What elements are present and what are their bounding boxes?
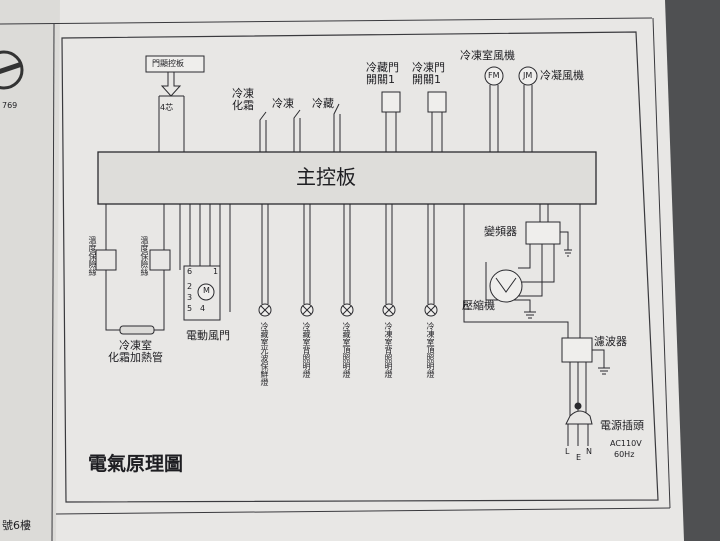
inverter-label: 變頻器 — [484, 225, 517, 238]
temp-fuse-label-1: 溫度保險絲 — [88, 236, 97, 276]
condenser-fan-label: 冷凝風機 — [540, 69, 584, 82]
damper-pin-1: 1 — [213, 267, 219, 276]
voltage-label: AC110V — [610, 439, 642, 448]
lamp-label-3: 冷藏室頂照明燈 — [342, 322, 351, 378]
frequency-label: 60Hz — [614, 450, 635, 459]
plug-pin-n: N — [586, 447, 592, 456]
power-plug-label: 電源插頭 — [600, 419, 644, 432]
freezer-fan-label: 冷凍室風機 — [460, 49, 515, 62]
defrost-heater-label: 冷凍室 化霜加熱管 — [108, 339, 163, 364]
cable-count-label: 4芯 — [160, 103, 174, 112]
main-board-label: 主控板 — [296, 165, 356, 189]
damper-pin-5: 5 — [187, 304, 193, 313]
fuse-heater-circuit — [95, 204, 171, 335]
freezer-door-switch-label: 冷凍門 開關1 — [412, 61, 445, 86]
left-page-code: 769 — [2, 101, 18, 110]
damper-pin-6: 6 — [187, 267, 193, 276]
lamp-label-1: 冷藏室光波保鮮燈 — [260, 322, 269, 386]
fm-label: FM — [488, 71, 500, 80]
fridge-door-switch-label: 冷藏門 開關1 — [366, 61, 399, 86]
main-control-board — [97, 151, 597, 205]
freezer-sensor-label: 冷凍 — [272, 97, 294, 110]
diagram-title: 電氣原理圖 — [88, 453, 184, 475]
electric-damper-label: 電動風門 — [186, 329, 230, 342]
damper-motor-label: M — [203, 286, 210, 295]
door-control-board — [145, 55, 205, 73]
damper-pin-4: 4 — [200, 304, 206, 313]
lamp-circuits — [258, 204, 438, 317]
door-control-board-label: 門顯控板 — [152, 59, 184, 68]
left-page-address: 號6樓 — [2, 519, 31, 532]
compressor-label: 壓縮機 — [462, 299, 495, 312]
lamp-label-2: 冷藏室背照明燈 — [302, 322, 311, 378]
left-logo — [0, 50, 24, 90]
plug-pin-l: L — [565, 447, 570, 456]
fridge-sensor-label: 冷藏 — [312, 97, 334, 110]
power-circuit — [463, 204, 610, 446]
paper-sheet — [0, 0, 684, 541]
top-connections — [259, 66, 538, 152]
defrost-label: 冷凍 化霜 — [232, 87, 254, 112]
electric-damper — [179, 204, 231, 321]
lamp-label-5: 冷凍室頂照明燈 — [426, 322, 435, 378]
diagram-frame — [61, 31, 659, 503]
jm-label: JM — [523, 71, 533, 80]
temp-fuse-label-2: 溫度保險絲 — [140, 236, 149, 276]
filter-label: 濾波器 — [594, 335, 627, 348]
plug-pin-e: E — [576, 453, 582, 462]
damper-pin-2: 2 — [187, 282, 193, 291]
damper-pin-3: 3 — [187, 293, 193, 302]
lamp-label-4: 冷凍室背照明燈 — [384, 322, 393, 378]
